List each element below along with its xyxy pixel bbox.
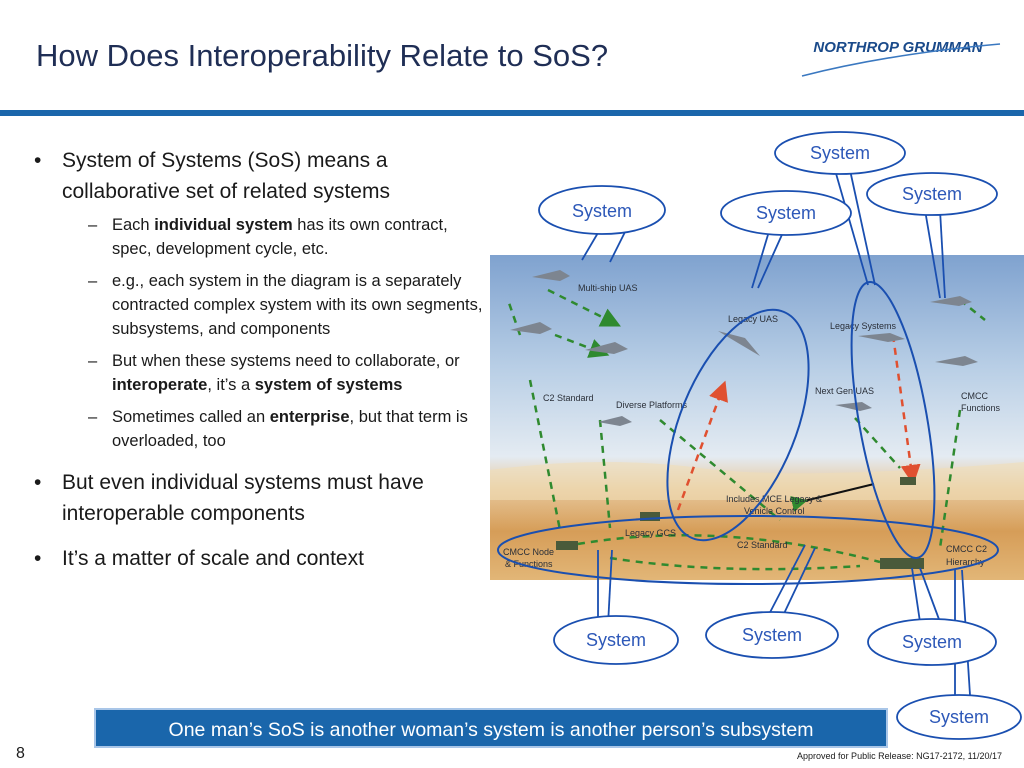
vehicle-icon: [900, 477, 916, 485]
sub-bullet-example: e.g., each system in the diagram is a se…: [62, 269, 484, 341]
northrop-grumman-logo: NORTHROP GRUMMAN: [801, 39, 1001, 77]
aircraft-icon: [510, 322, 552, 334]
bullet-scale-context: It’s a matter of scale and context: [34, 543, 484, 574]
callout-system-6: System: [742, 625, 802, 645]
ellipse-legacy-systems: [850, 281, 936, 559]
aircraft-group: [510, 270, 978, 426]
header-rule: [0, 110, 1024, 116]
label-cmcc-node-functions: & Functions: [505, 559, 553, 569]
vehicle-icon: [556, 541, 578, 550]
release-footer: Approved for Public Release: NG17-2172, …: [797, 751, 1002, 761]
bullet-list: System of Systems (SoS) means a collabor…: [34, 145, 484, 574]
aircraft-icon: [585, 342, 628, 354]
label-cmcc-node: CMCC Node: [503, 547, 554, 557]
callout-bubbles: [538, 131, 1022, 740]
callout-system-5: System: [586, 630, 646, 650]
callout-bubble: [866, 172, 998, 216]
label-legacy-gcs: Legacy GCS: [625, 528, 676, 538]
sub-bullet-enterprise: Sometimes called an enterprise, but that…: [62, 405, 484, 453]
bullet-sos-definition: System of Systems (SoS) means a collabor…: [34, 145, 484, 453]
label-c2-standard-bottom: C2 Standard: [737, 540, 788, 550]
vehicle-icon: [640, 512, 660, 521]
label-vehicle-control: Vehicle Control: [744, 506, 805, 516]
callout-bubble: [867, 618, 997, 666]
callout-bubble: [720, 190, 852, 236]
page-number: 8: [16, 745, 25, 762]
aircraft-icon: [930, 296, 972, 306]
ground-vehicles: [556, 477, 924, 569]
label-cmcc: CMCC: [961, 391, 988, 401]
logo-text: NORTHROP GRUMMAN: [813, 39, 983, 56]
label-functions: Functions: [961, 403, 1001, 413]
callout-system-4: System: [756, 203, 816, 223]
black-link: [790, 483, 875, 512]
callout-system-1: System: [810, 143, 870, 163]
aircraft-icon: [532, 270, 570, 281]
sub-bullet-individual-system: Each individual system has its own contr…: [62, 213, 484, 261]
vehicle-icon: [880, 558, 924, 569]
aircraft-icon: [718, 331, 760, 356]
system-boundaries: [497, 281, 999, 585]
callout-bubble: [538, 185, 666, 235]
aircraft-icon: [858, 333, 905, 342]
callout-system-8: System: [929, 707, 989, 727]
callout-bubble: [553, 615, 679, 665]
slide-title: How Does Interoperability Relate to SoS?: [36, 38, 609, 73]
label-legacy-uas: Legacy UAS: [728, 314, 778, 324]
callout-bubble: [896, 694, 1022, 740]
label-next-gen-uas: Next Gen UAS: [815, 386, 874, 396]
label-includes-mce: Includes MCE Legacy &: [726, 494, 822, 504]
callout-bubble: [705, 611, 839, 659]
callout-system-3: System: [572, 201, 632, 221]
aircraft-icon: [835, 402, 872, 411]
ellipse-legacy-uas: [666, 308, 810, 542]
callout-system-2: System: [902, 184, 962, 204]
sub-bullet-interoperate: But when these systems need to collabora…: [62, 349, 484, 397]
callout-system-7: System: [902, 632, 962, 652]
label-cmcc-hierarchy: Hierarchy: [946, 557, 985, 567]
aircraft-icon: [598, 416, 632, 426]
takeaway-banner: One man’s SoS is another woman’s system …: [94, 708, 888, 748]
label-legacy-systems: Legacy Systems: [830, 321, 897, 331]
aircraft-icon: [935, 356, 978, 366]
sub-bullet-list: Each individual system has its own contr…: [62, 213, 484, 453]
label-cmcc-c2: CMCC C2: [946, 544, 987, 554]
label-diverse-platforms: Diverse Platforms: [616, 400, 688, 410]
label-c2-standard: C2 Standard: [543, 393, 594, 403]
red-links: [676, 334, 921, 511]
callout-bubble: [774, 131, 906, 175]
label-multi-ship-uas: Multi-ship UAS: [578, 283, 638, 293]
bullet-interoperable-components: But even individual systems must have in…: [34, 467, 484, 529]
